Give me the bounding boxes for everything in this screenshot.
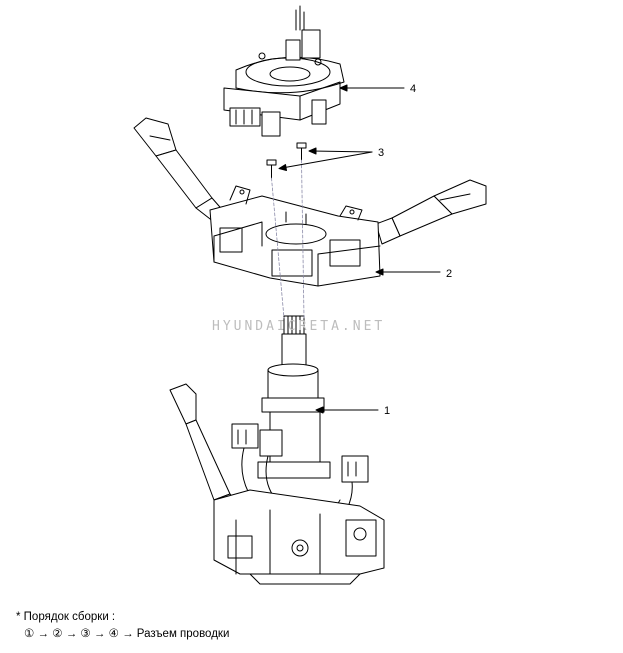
callout-3: 3 <box>378 147 384 159</box>
notes-heading: * Порядок сборки : <box>16 611 116 623</box>
steering-column-part <box>169 315 385 585</box>
assembly-notes: * Порядок сборки : ① → ② → ③ → ④ → Разъе… <box>16 609 229 643</box>
assembly-sequence: ① → ② → ③ → ④ → Разъем проводки <box>24 628 230 640</box>
watermark: HYUNDAICRETA.NET <box>212 319 385 334</box>
alignment-guides <box>271 159 305 319</box>
callout-1: 1 <box>384 405 390 417</box>
screw-parts <box>266 142 307 179</box>
callout-2: 2 <box>446 268 452 280</box>
multifunction-switch-part <box>133 117 487 287</box>
leader-lines <box>278 84 441 414</box>
clock-spring-part <box>223 5 345 137</box>
callout-4: 4 <box>410 83 416 95</box>
